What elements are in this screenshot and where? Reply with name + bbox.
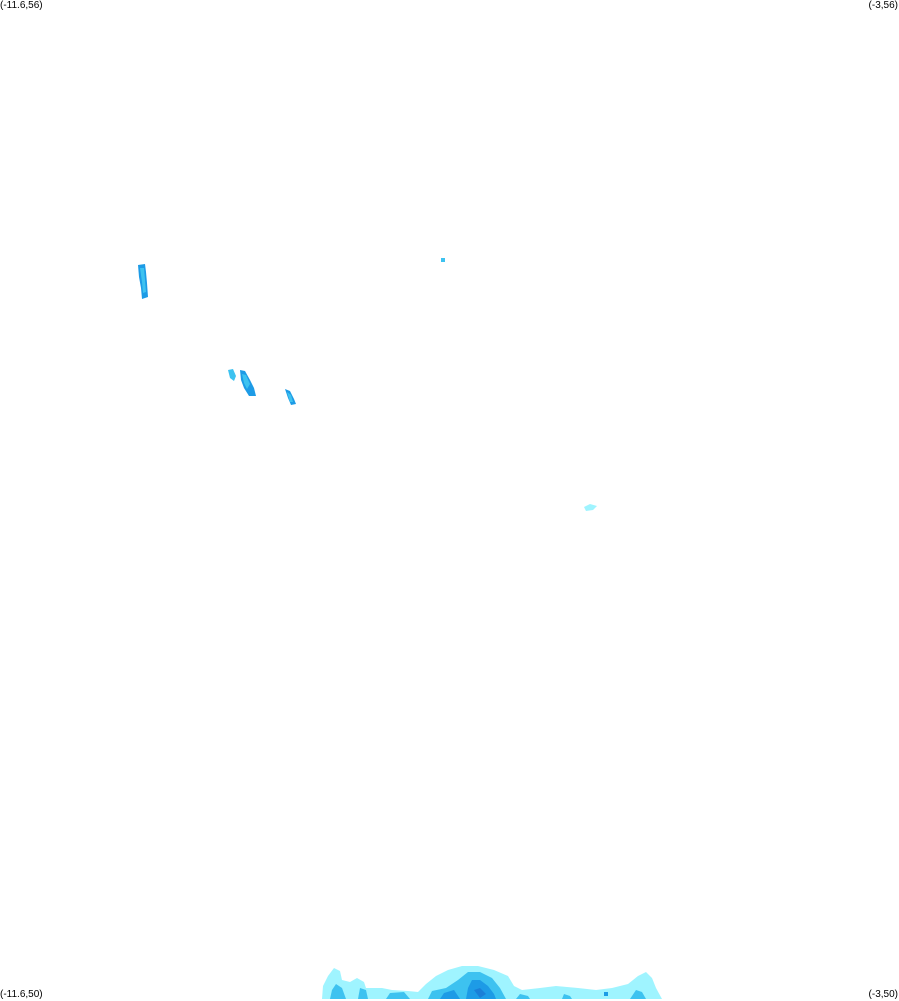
radar-cell-west (138, 264, 148, 299)
radar-cell-cluster-a (228, 369, 256, 396)
radar-cell-east (584, 504, 597, 511)
corner-label-bottom-right: (-3,50) (868, 989, 898, 1000)
corner-label-top-right: (-3,56) (868, 0, 898, 11)
radar-cell-cluster-b (285, 389, 296, 405)
corner-label-bottom-left: (-11.6,50) (0, 989, 43, 1000)
radar-band-south (322, 966, 662, 999)
corner-label-top-left: (-11.6,56) (0, 0, 43, 11)
radar-cell-speck (441, 258, 445, 262)
